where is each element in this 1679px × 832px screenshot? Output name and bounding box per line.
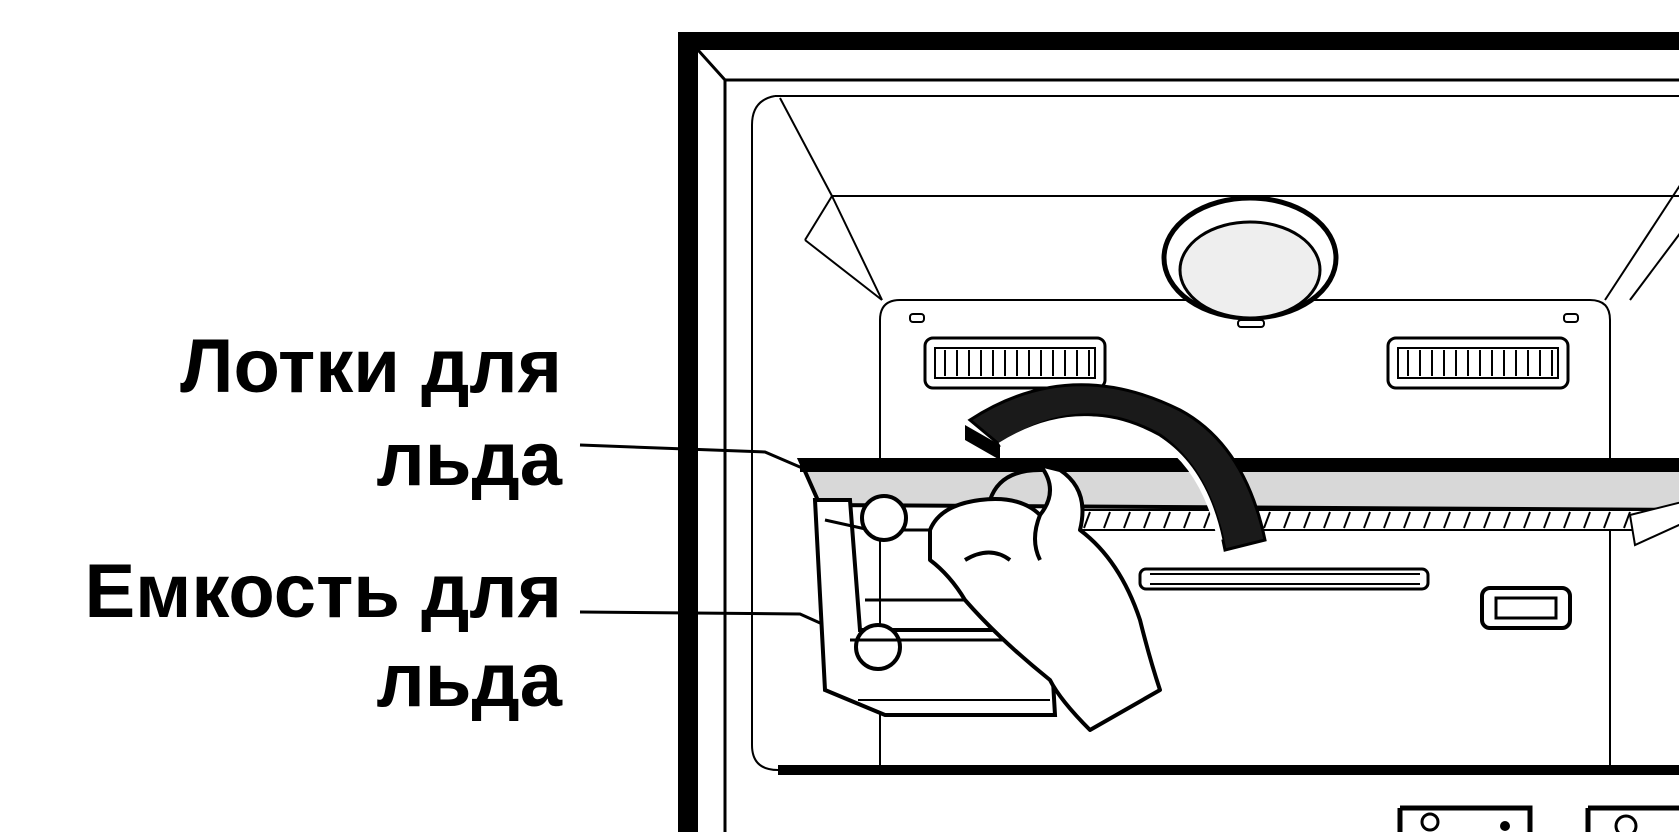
frame-left-bar: [678, 32, 698, 832]
label-ice-trays-line2: льда: [376, 417, 562, 502]
back-rail: [1138, 567, 1572, 630]
cavity-outline: [751, 95, 1679, 771]
frame-top-bar: [678, 32, 1679, 50]
label-ice-trays-line1: Лотки для: [180, 324, 562, 409]
freezer-frame: [678, 32, 1679, 832]
vent-right: [1386, 336, 1570, 390]
bin-knob-top: [860, 494, 908, 542]
label-ice-bin-line1: Емкость для: [84, 549, 562, 634]
ceiling-light: [909, 195, 1579, 328]
label-group: Лотки для льда Емкость для льда: [84, 324, 562, 723]
back-wall: [879, 299, 1611, 770]
ice-tray-twist-arc: [965, 383, 1267, 552]
leader-line-ice-bin: [579, 610, 859, 642]
bottom-shelf: [778, 765, 1679, 832]
label-ice-bin-line2: льда: [376, 638, 562, 723]
vent-left: [923, 336, 1107, 390]
bin-knob-bottom: [854, 623, 902, 671]
freezer-cavity: [751, 95, 1679, 771]
hand-illustration: [928, 463, 1162, 732]
